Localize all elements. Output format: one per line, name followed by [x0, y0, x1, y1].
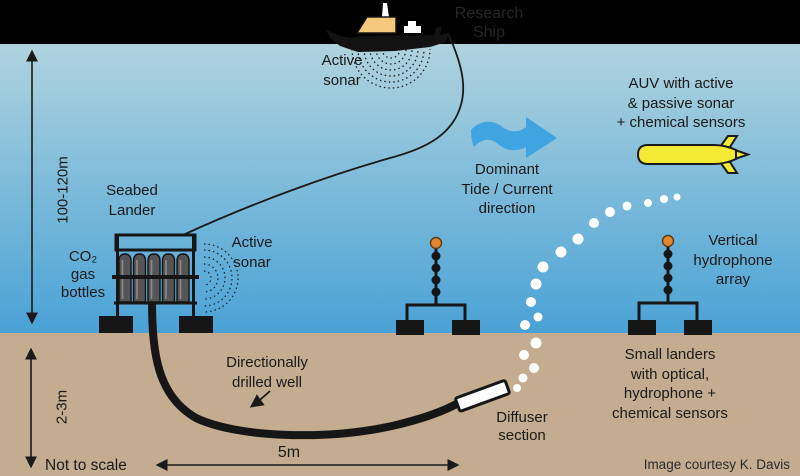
- bubble: [660, 195, 668, 203]
- hydrophone-nodes: [431, 251, 441, 297]
- drilled-well-pipe: [148, 296, 464, 440]
- diffuser-pipe: [454, 379, 511, 413]
- bubble: [589, 218, 599, 228]
- float-buoy: [661, 234, 675, 248]
- bubble: [555, 246, 567, 258]
- bubble: [537, 261, 549, 273]
- bubble: [529, 363, 539, 373]
- bubble: [605, 207, 615, 217]
- tow-cable: [182, 32, 465, 236]
- lander-foot: [396, 320, 424, 335]
- bubble-plume: [513, 193, 681, 392]
- hydrophone-array-right: [628, 234, 712, 335]
- ship-superstructure: [408, 21, 416, 26]
- research-ship: [326, 3, 449, 52]
- lander-foot: [684, 320, 712, 335]
- seabed: [0, 333, 800, 476]
- bubble: [533, 312, 543, 322]
- bubble: [530, 278, 542, 290]
- bubble: [520, 320, 530, 330]
- current-arrow: [471, 117, 557, 158]
- bubble: [572, 233, 584, 245]
- bubble: [526, 297, 536, 307]
- auv-body: [636, 144, 737, 165]
- lander-sonar-waves: [203, 243, 239, 313]
- bubble: [519, 350, 529, 360]
- hydrophone-array-mid: [396, 236, 480, 335]
- bubble: [622, 201, 632, 211]
- auv: [636, 135, 752, 174]
- bubble: [644, 199, 652, 207]
- bubble: [518, 373, 528, 383]
- hydrophone-nodes: [663, 249, 673, 295]
- lander-foot: [452, 320, 480, 335]
- ship-mast: [382, 3, 389, 17]
- lander-foot: [179, 316, 213, 333]
- lander-foot: [99, 316, 133, 333]
- bubble: [513, 384, 521, 392]
- lander-foot: [628, 320, 656, 335]
- ship-cabin: [355, 16, 397, 34]
- ship-hull: [326, 26, 449, 52]
- ship-sonar-waves: [351, 48, 431, 89]
- well-pointer-arrow: [249, 390, 271, 408]
- seabed-lander: [99, 233, 213, 333]
- float-buoy: [429, 236, 443, 250]
- bubble: [530, 337, 542, 349]
- lander-frame: [112, 233, 199, 318]
- ship-superstructure: [404, 26, 421, 33]
- bubble: [673, 193, 681, 201]
